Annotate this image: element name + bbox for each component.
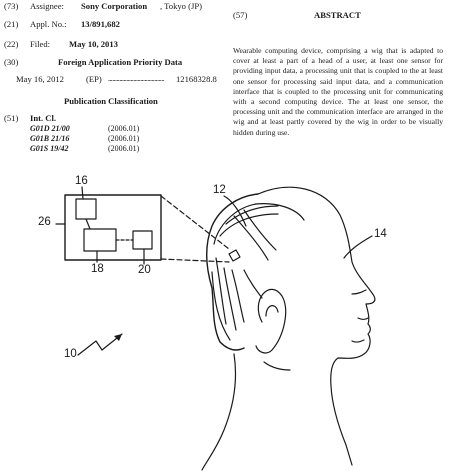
mouth-line xyxy=(351,339,365,343)
filed-date: May 10, 2013 xyxy=(69,39,118,49)
wig-strand xyxy=(223,267,237,331)
wig-strand xyxy=(215,257,227,325)
wig-strand xyxy=(213,203,305,245)
ref-label-10: 10 xyxy=(64,348,77,360)
int-cl-label: Int. Cl. xyxy=(30,113,57,123)
embedded-device-marker xyxy=(228,249,241,262)
class-year: (2006.01) xyxy=(108,144,140,153)
wig-strand xyxy=(243,269,263,299)
processing-unit-component xyxy=(83,228,117,252)
neck-line xyxy=(201,353,237,471)
leader-line xyxy=(81,186,84,200)
priority-number: 12168328.8 xyxy=(176,74,217,84)
leader-line xyxy=(223,195,247,227)
assignee-code: (73) xyxy=(4,1,19,11)
arrow-head xyxy=(114,334,122,341)
wig-strand xyxy=(243,209,277,251)
ref-label-16: 16 xyxy=(75,175,88,187)
wig-outline xyxy=(206,193,259,351)
eye-line xyxy=(351,289,367,295)
appl-no-label: Appl. No.: xyxy=(30,19,67,29)
nostril-line xyxy=(357,317,369,321)
wig-strand xyxy=(225,205,279,225)
ref-label-20: 20 xyxy=(138,264,151,276)
projection-line xyxy=(160,195,230,250)
class-symbol: G01D 21/00 xyxy=(30,124,70,133)
priority-heading: Foreign Application Priority Data xyxy=(58,57,183,67)
wig-strand xyxy=(231,269,245,323)
ear-outline xyxy=(255,288,287,354)
class-symbol: G01S 19/42 xyxy=(30,144,69,153)
class-year: (2006.01) xyxy=(108,134,140,143)
projection-line xyxy=(160,258,230,263)
priority-code: (30) xyxy=(4,57,19,67)
assignee-location: , Tokyo (JP) xyxy=(160,1,202,11)
wig-strand xyxy=(233,215,269,261)
filed-code: (22) xyxy=(4,39,19,49)
int-cl-code: (51) xyxy=(4,113,19,123)
appl-no-code: (21) xyxy=(4,19,19,29)
communication-interface-component xyxy=(132,230,153,250)
ref-label-14: 14 xyxy=(374,228,387,240)
assignee-label: Assignee: xyxy=(30,1,64,11)
filed-label: Filed: xyxy=(30,39,51,49)
abstract-code: (57) xyxy=(233,10,248,20)
face-profile-line xyxy=(257,186,376,466)
assignee-name: Sony Corporation xyxy=(81,1,148,11)
ear-inner-line xyxy=(265,305,279,317)
jaw-line xyxy=(263,361,291,371)
appl-no-value: 13/891,682 xyxy=(81,19,120,29)
ref-label-12: 12 xyxy=(213,184,226,196)
leader-line xyxy=(343,235,373,259)
abstract-heading: ABSTRACT xyxy=(314,10,361,20)
priority-office: (EP) xyxy=(86,74,102,84)
sensor-component xyxy=(75,198,97,220)
class-year: (2006.01) xyxy=(108,124,140,133)
wig-strand xyxy=(211,271,231,341)
ref-label-26: 26 xyxy=(38,216,51,228)
ref-label-18: 18 xyxy=(91,263,104,275)
class-symbol: G01B 21/16 xyxy=(30,134,70,143)
publication-heading: Publication Classification xyxy=(64,96,158,106)
priority-leader-dots: ........................................ xyxy=(108,74,165,83)
priority-date: May 16, 2012 xyxy=(16,74,64,84)
device-reference-arrow xyxy=(77,333,123,356)
device-detail-box xyxy=(64,194,162,261)
component-connector xyxy=(85,218,91,230)
abstract-body: Wearable computing device, comprising a … xyxy=(233,46,443,137)
